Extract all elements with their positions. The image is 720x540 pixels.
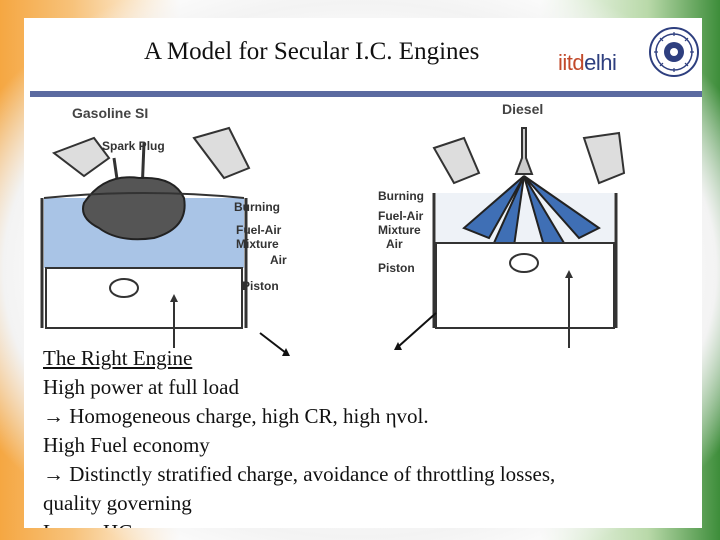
diesel-air-label: Air	[386, 237, 403, 251]
gasoline-title: Gasoline SI	[72, 105, 148, 121]
slide-title: A Model for Secular I.C. Engines	[144, 38, 480, 65]
diesel-piston-label: Piston	[378, 261, 415, 275]
burning-label: Burning	[234, 200, 280, 214]
diesel-title: Diesel	[502, 101, 543, 117]
mixture-label: Mixture	[236, 237, 279, 251]
iitd-logo-text: iitdelhi	[558, 50, 617, 75]
engine-diagram: Gasoline SI Spark Plug Burning Fuel-Air …	[40, 101, 626, 356]
body-line-2: → Homogeneous charge, high CR, high ηvol…	[43, 404, 429, 428]
body-line-1: High power at full load	[43, 375, 239, 399]
slide: A Model for Secular I.C. Engines iitdelh…	[24, 18, 702, 528]
body-heading: The Right Engine	[43, 346, 193, 370]
body-line-6: Lower HC	[43, 518, 132, 528]
fuel-air-label: Fuel-Air	[236, 223, 282, 237]
body-line-5: quality governing	[43, 491, 192, 515]
air-label: Air	[270, 253, 287, 267]
body-line-3: High Fuel economy	[43, 433, 210, 457]
diesel-fuel-air-label: Fuel-Air	[378, 209, 424, 223]
diesel-burning-label: Burning	[378, 189, 424, 203]
spark-plug-label: Spark Plug	[102, 139, 165, 153]
body-line-4: → Distinctly stratified charge, avoidanc…	[43, 462, 556, 486]
diesel-mixture-label: Mixture	[378, 223, 421, 237]
piston-label: Piston	[242, 279, 279, 293]
iit-seal-icon	[649, 27, 699, 77]
title-divider	[30, 91, 702, 97]
